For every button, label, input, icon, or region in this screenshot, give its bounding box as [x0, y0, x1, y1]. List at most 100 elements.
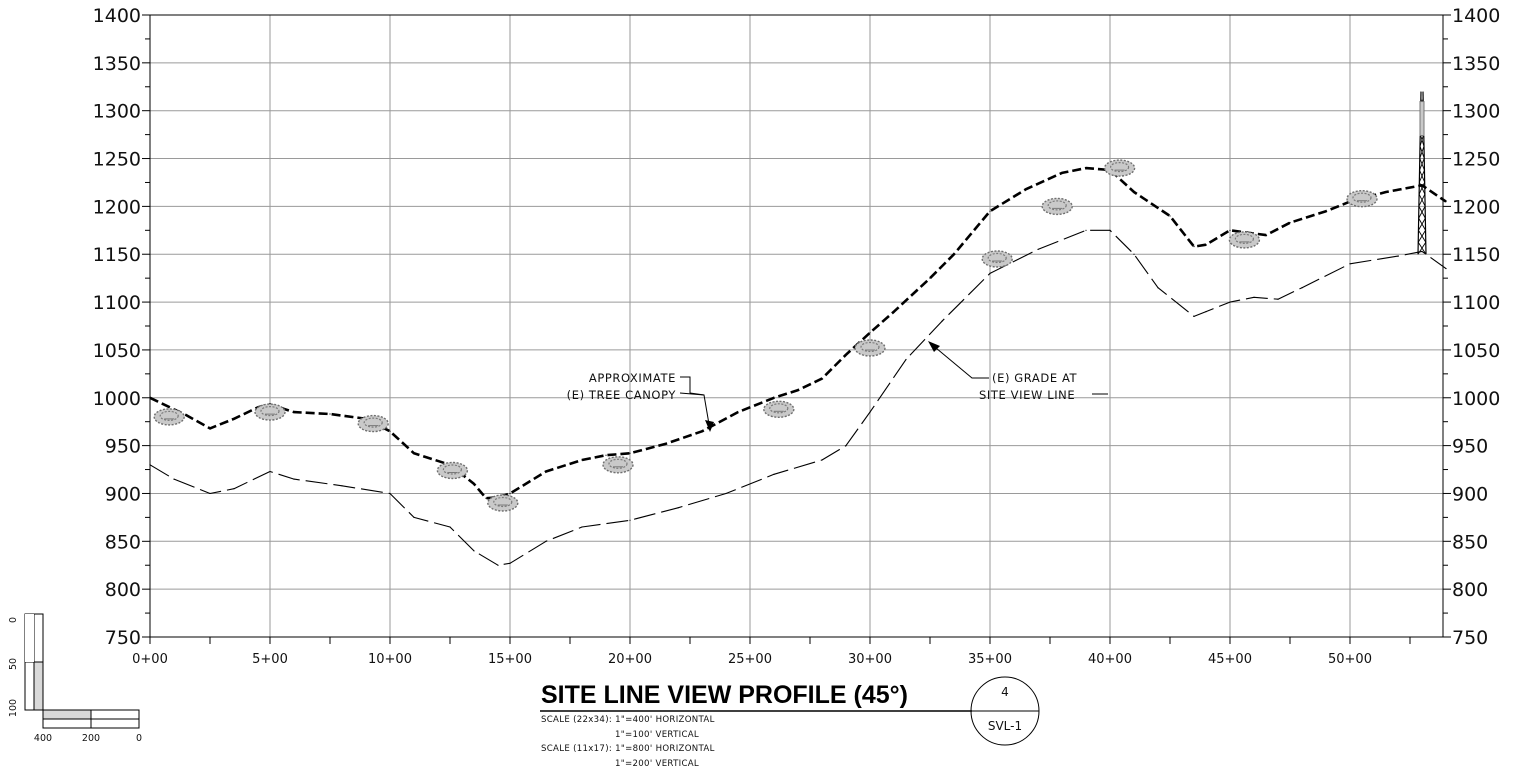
grade-point: [1085, 229, 1087, 231]
grade-point: [1037, 248, 1039, 251]
grid-lines: [149, 14, 1443, 638]
grade-leader-arrow: [928, 341, 940, 352]
vertical-scale-label-0: 0: [8, 617, 19, 623]
grade-point: [449, 526, 451, 528]
canopy-leader-line: [680, 376, 711, 431]
grade-point: [1421, 250, 1423, 252]
canopy-point: [821, 378, 823, 380]
canopy-point: [1133, 191, 1135, 193]
canopy-point: [473, 483, 475, 485]
canopy-point: [1265, 234, 1267, 236]
ytick-label-right-1200: 1200: [1452, 196, 1500, 218]
grade-point: [1109, 229, 1111, 231]
canopy-point: [1193, 245, 1195, 248]
ytick-label-left-850: 850: [105, 531, 141, 553]
xtick-label-20+00: 20+00: [608, 652, 652, 667]
ytick-label-right-1050: 1050: [1452, 340, 1500, 362]
grade-point: [545, 540, 547, 542]
grade-point: [509, 562, 511, 564]
ytick-label-left-900: 900: [105, 483, 141, 505]
grade-point: [677, 507, 679, 509]
canopy-point: [293, 411, 295, 413]
canopy-leader-arrow: [705, 420, 714, 432]
grade-point: [269, 470, 271, 473]
canopy-point: [929, 277, 931, 279]
xtick-label-40+00: 40+00: [1088, 652, 1132, 667]
grade-point: [905, 358, 907, 361]
tree-icon: [153, 408, 185, 426]
xtick-label-30+00: 30+00: [848, 652, 892, 667]
xtick-label-15+00: 15+00: [488, 652, 532, 667]
series-layer: [149, 166, 1447, 566]
tree-icon: [487, 494, 519, 512]
ytick-label-left-1250: 1250: [93, 149, 141, 171]
tree-icon: [1041, 197, 1073, 216]
grade-callout: (E) GRADE AT SITE VIEW LINE: [928, 341, 1108, 402]
scale-note-4: 1"=200' VERTICAL: [615, 759, 699, 769]
grade-point: [1133, 253, 1135, 255]
scale-note-2: 1"=100' VERTICAL: [615, 730, 699, 740]
canopy-point: [485, 497, 487, 499]
canopy-point: [1169, 215, 1171, 217]
canopy-callout: APPROXIMATE (E) TREE CANOPY: [567, 371, 714, 432]
ytick-label-left-750: 750: [105, 627, 141, 649]
canopy-point: [797, 389, 799, 391]
grade-point: [629, 519, 631, 521]
ytick-label-left-1400: 1400: [93, 5, 141, 27]
canopy-point: [1025, 188, 1027, 190]
canopy-point: [413, 452, 415, 454]
ytick-label-left-1200: 1200: [93, 196, 141, 218]
canopy-point: [869, 332, 871, 334]
grade-point: [1277, 298, 1279, 300]
canopy-point: [665, 443, 667, 445]
grade-point: [1253, 296, 1255, 298]
canopy-point: [1325, 210, 1327, 212]
grade-point: [293, 478, 295, 480]
grade-point: [173, 478, 175, 480]
grade-point: [233, 488, 235, 490]
canopy-point: [1205, 244, 1207, 246]
drawing-tag-number: 4: [1001, 685, 1009, 699]
grade-point: [341, 485, 343, 487]
grade-callout-line1: (E) GRADE AT: [992, 371, 1078, 385]
canopy-point: [1229, 229, 1231, 231]
tree-icon: [981, 250, 1013, 268]
canopy-point: [629, 452, 631, 454]
xtick-label-50+00: 50+00: [1328, 652, 1372, 667]
canopy-point: [1385, 191, 1387, 193]
xtick-label-5+00: 5+00: [252, 652, 288, 667]
tree-icon: [763, 400, 795, 418]
ytick-label-right-750: 750: [1452, 627, 1488, 649]
grade-point: [473, 550, 475, 552]
ytick-label-left-1150: 1150: [93, 244, 141, 266]
grade-point: [1205, 311, 1207, 313]
canopy-point: [581, 459, 583, 461]
canopy-callout-line2: (E) TREE CANOPY: [567, 388, 677, 402]
grade-point: [869, 411, 871, 413]
canopy-point: [389, 430, 391, 432]
canopy-point: [1421, 184, 1423, 186]
scale-note-1: SCALE (22x34): 1"=400' HORIZONTAL: [541, 715, 715, 725]
grade-point: [1445, 267, 1447, 270]
canopy-point: [329, 413, 331, 415]
vertical-scale-label-100: 100: [8, 699, 19, 717]
tree-icon: [436, 461, 469, 480]
xtick-label-0+00: 0+00: [132, 652, 168, 667]
tree-icon: [854, 339, 886, 357]
canopy-point: [773, 397, 775, 399]
scale-note-3: SCALE (11x17): 1"=800' HORIZONTAL: [541, 744, 715, 754]
tree-icon: [1346, 189, 1378, 208]
ytick-label-left-950: 950: [105, 436, 141, 458]
ytick-label-left-800: 800: [105, 579, 141, 601]
grade-leader-line: [929, 342, 989, 379]
canopy-point: [953, 253, 955, 255]
ytick-label-left-1300: 1300: [93, 101, 141, 123]
ytick-label-left-1100: 1100: [93, 292, 141, 314]
canopy-callout-line1: APPROXIMATE: [589, 371, 676, 385]
grade-point: [581, 526, 583, 528]
grade-point: [941, 320, 943, 322]
xtick-label-10+00: 10+00: [368, 652, 412, 667]
canopy-point: [737, 411, 739, 413]
grade-point: [1397, 255, 1399, 257]
